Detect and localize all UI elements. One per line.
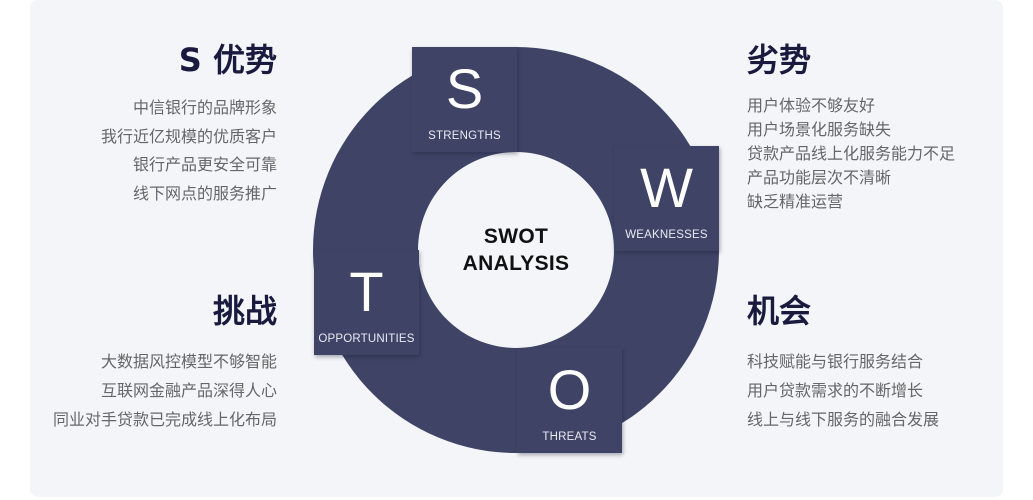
opportunities-list: 科技赋能与银行服务结合 用户贷款需求的不断增长 线上与线下服务的融合发展: [747, 347, 939, 434]
threats-list: 大数据风控模型不够智能 互联网金融产品深得人心 同业对手贷款已完成线上化布局: [53, 347, 277, 434]
strengths-letter: S: [445, 57, 484, 120]
strengths-section: S 优势 中信银行的品牌形象 我行近亿规模的优质客户 银行产品更安全可靠 线下网…: [101, 40, 277, 208]
strengths-title: S 优势: [178, 41, 277, 79]
opportunities-label: OPPORTUNITIES: [318, 333, 415, 345]
list-item: 大数据风控模型不够智能: [100, 352, 277, 371]
list-item: 银行产品更安全可靠: [132, 155, 277, 174]
list-item: 用户体验不够友好: [747, 96, 876, 115]
list-item: 同业对手贷款已完成线上化布局: [52, 410, 277, 429]
threats-section: 挑战 大数据风控模型不够智能 互联网金融产品深得人心 同业对手贷款已完成线上化布…: [53, 291, 277, 434]
weaknesses-list: 用户体验不够友好 用户场景化服务缺失 贷款产品线上化服务能力不足 产品功能层次不…: [747, 94, 955, 214]
opportunities-section: 机会 科技赋能与银行服务结合 用户贷款需求的不断增长 线上与线下服务的融合发展: [747, 291, 939, 434]
opportunities-letter: T: [349, 260, 384, 323]
list-item: 线下网点的服务推广: [132, 183, 277, 203]
strengths-box: S STRENGTHS: [412, 47, 517, 152]
list-item: 贷款产品线上化服务能力不足: [747, 144, 956, 163]
opportunities-box: T OPPORTUNITIES: [314, 250, 419, 355]
weaknesses-letter: W: [640, 156, 693, 219]
list-item: 产品功能层次不清晰: [747, 168, 892, 187]
center-title-line1: SWOT: [483, 225, 549, 248]
swot-center: SWOT ANALYSIS: [418, 152, 614, 348]
weaknesses-label: WEAKNESSES: [625, 229, 708, 241]
list-item: 互联网金融产品深得人心: [100, 381, 277, 400]
threats-letter: O: [547, 358, 592, 421]
weaknesses-title: 劣势: [747, 41, 812, 79]
list-item: 线上与线下服务的融合发展: [747, 410, 940, 429]
strengths-label: STRENGTHS: [428, 130, 501, 142]
threats-box: O THREATS: [517, 348, 622, 453]
threats-label: THREATS: [542, 431, 597, 443]
list-item: 科技赋能与银行服务结合: [747, 352, 924, 371]
threats-title: 挑战: [212, 292, 277, 330]
opportunities-title: 机会: [747, 292, 812, 330]
weaknesses-section: 劣势 用户体验不够友好 用户场景化服务缺失 贷款产品线上化服务能力不足 产品功能…: [747, 40, 955, 214]
strengths-list: 中信银行的品牌形象 我行近亿规模的优质客户 银行产品更安全可靠 线下网点的服务推…: [101, 94, 277, 208]
list-item: 缺乏精准运营: [747, 192, 844, 211]
list-item: 中信银行的品牌形象: [132, 98, 277, 117]
weaknesses-box: W WEAKNESSES: [614, 146, 719, 251]
list-item: 我行近亿规模的优质客户: [100, 126, 277, 146]
list-item: 用户贷款需求的不断增长: [747, 381, 924, 400]
list-item: 用户场景化服务缺失: [747, 120, 892, 139]
center-title-line2: ANALYSIS: [462, 252, 570, 275]
